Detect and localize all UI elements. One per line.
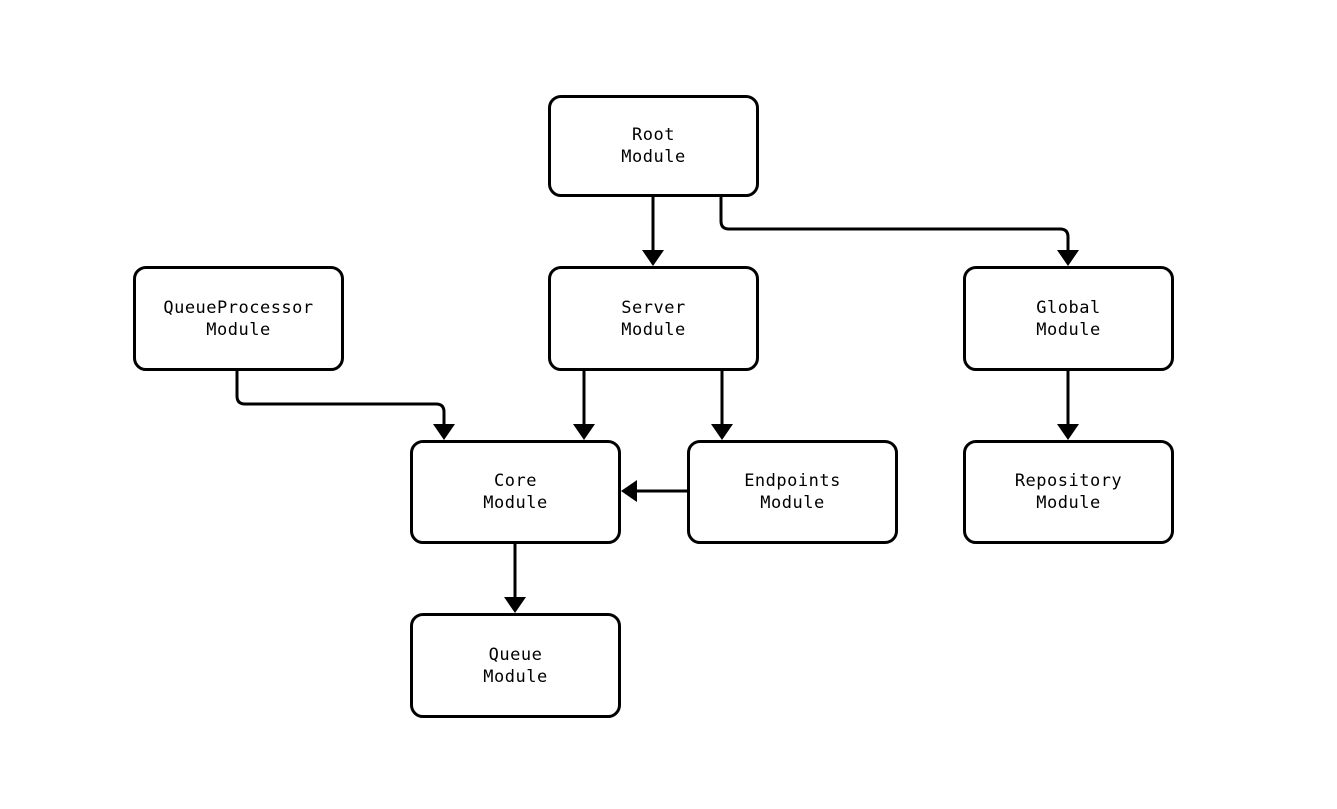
edge-root-to-global-arrowhead: [1057, 250, 1079, 266]
edge-global-to-repository-arrowhead: [1057, 424, 1079, 440]
queue-module-label-line1: Queue: [488, 644, 543, 665]
edge-queueprocessor-to-core-line: [235, 371, 446, 424]
queue-module-label-line2: Module: [483, 666, 548, 687]
edge-global-to-repository: [1057, 371, 1079, 440]
server-module-label-line2: Module: [621, 319, 686, 340]
repository-module-label-line2: Module: [1036, 493, 1101, 513]
edge-root-to-global: [719, 197, 1079, 266]
core-module-label-line1: Core: [494, 471, 537, 491]
root-module-label-line2: Module: [621, 147, 686, 167]
edge-queueprocessor-to-core: [235, 371, 455, 440]
edge-queueprocessor-to-core-arrowhead: [433, 424, 455, 440]
edge-root-to-global-line: [719, 197, 1070, 250]
core-module-label-line2: Module: [483, 493, 548, 513]
edge-core-to-queue-arrowhead: [504, 597, 526, 613]
queueprocessor-module-label-line1: QueueProcessor: [163, 297, 314, 318]
edge-root-to-server-arrowhead: [642, 250, 664, 266]
repository-module-label-line1: Repository: [1014, 471, 1123, 491]
edge-server-to-core-arrowhead: [573, 424, 595, 440]
edge-endpoints-to-core: [621, 480, 687, 502]
edge-server-to-endpoints-arrowhead: [711, 424, 733, 440]
endpoints-module-label-line1: Endpoints: [744, 471, 841, 491]
edge-root-to-server: [642, 197, 664, 266]
endpoints-module-label-line2: Module: [760, 493, 825, 513]
edge-server-to-core: [573, 371, 595, 440]
root-module-label-line1: Root: [632, 125, 675, 145]
edge-core-to-queue: [504, 544, 526, 613]
server-module-label-line1: Server: [621, 297, 686, 318]
edges-group: [235, 197, 1079, 613]
global-module-label-line2: Module: [1036, 319, 1101, 340]
edge-server-to-endpoints: [711, 371, 733, 440]
queueprocessor-module-label-line2: Module: [206, 319, 271, 340]
global-module-label-line1: Global: [1036, 297, 1101, 318]
edge-endpoints-to-core-arrowhead: [621, 480, 637, 502]
